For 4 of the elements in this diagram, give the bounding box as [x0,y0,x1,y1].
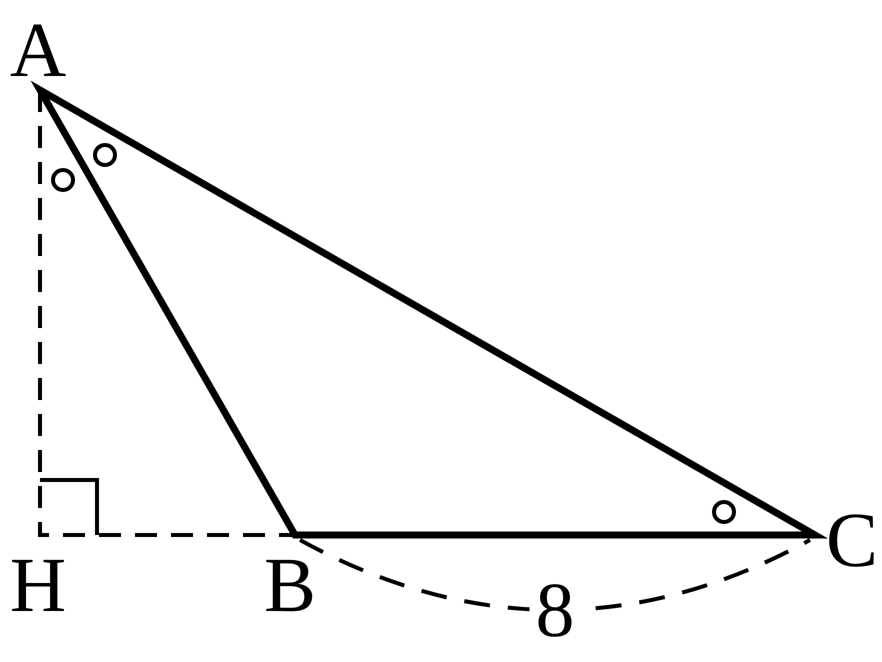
point-label: B [264,546,316,624]
point-label: C [826,501,878,579]
point-label: A [10,11,66,89]
point-label: H [10,546,66,624]
